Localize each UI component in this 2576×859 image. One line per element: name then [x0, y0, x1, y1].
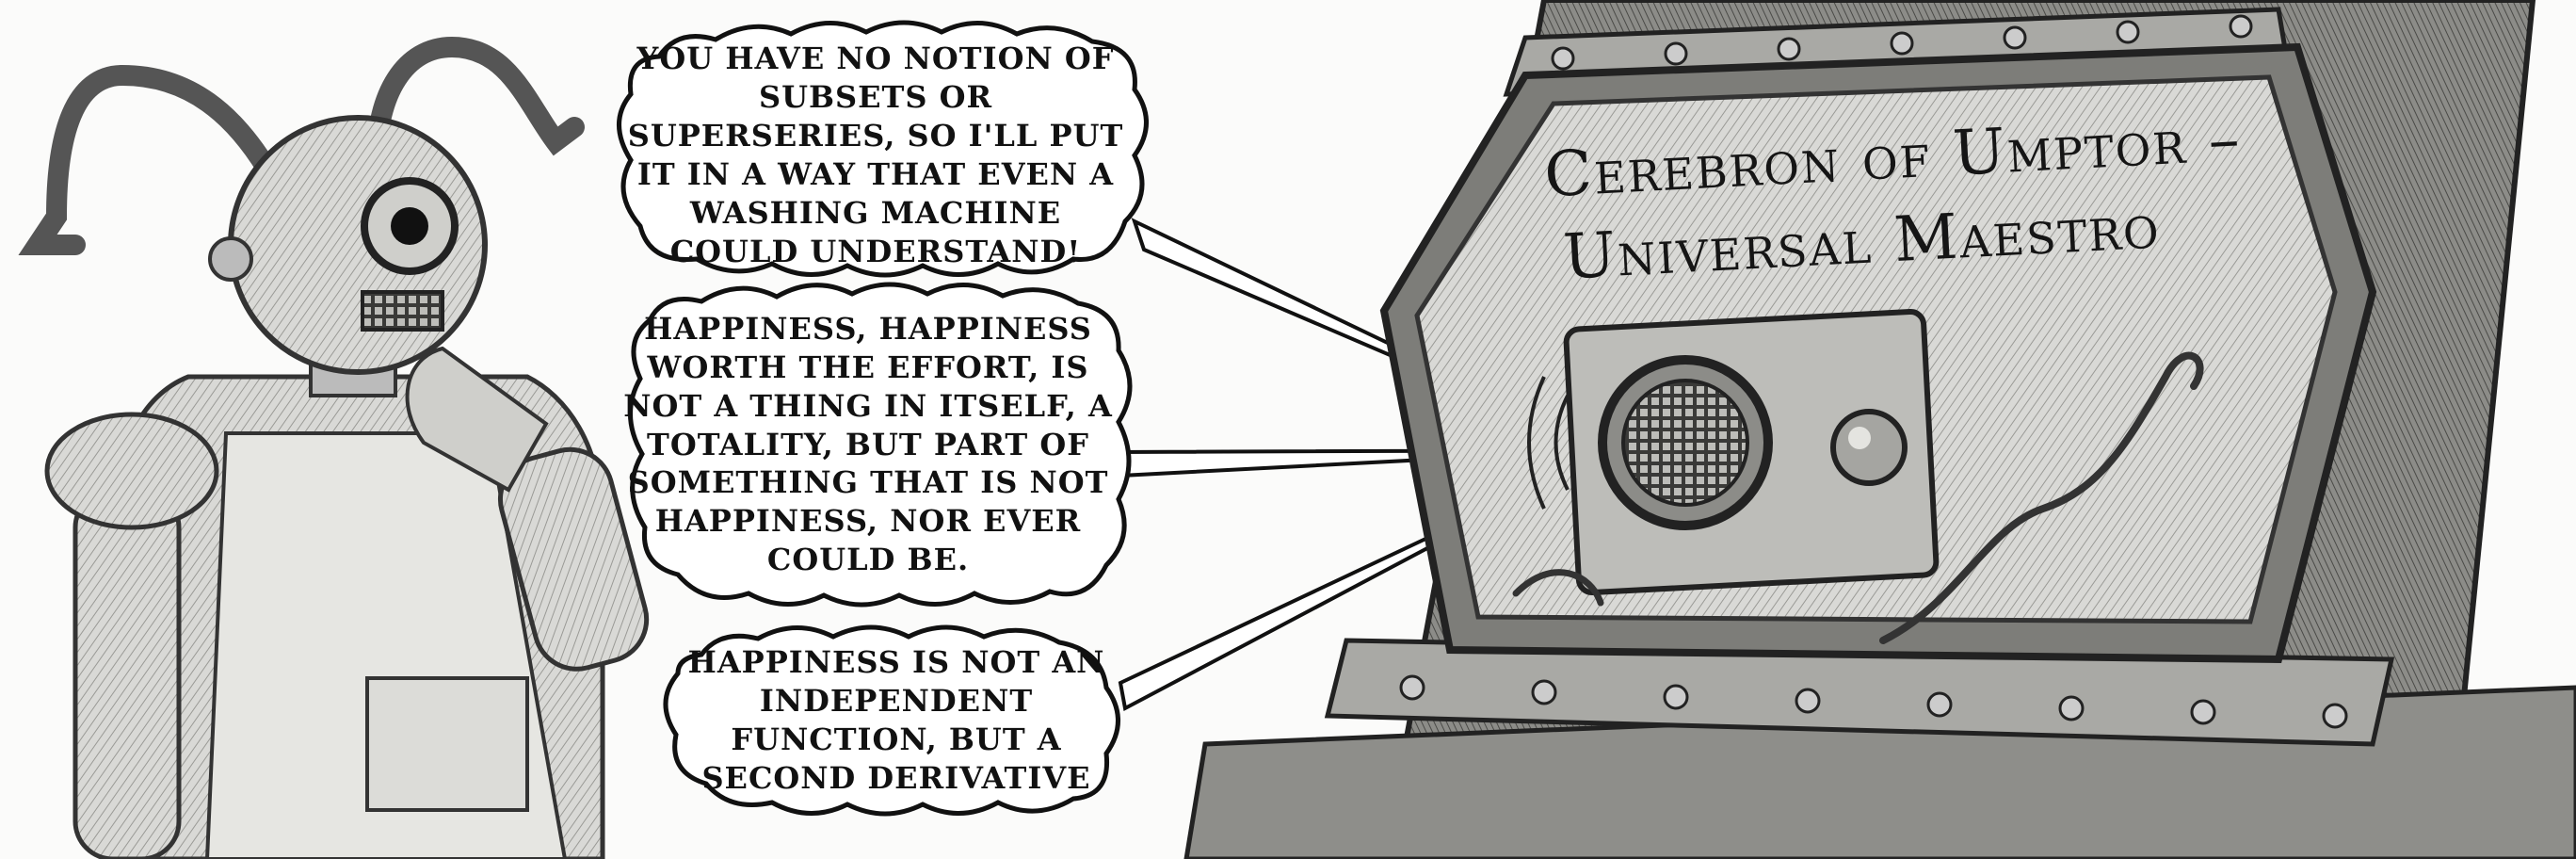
robot-antenna-right [366, 36, 585, 170]
speech-bubble-3 [663, 624, 1120, 817]
speech-bubble-2-text: HAPPINESS, HAPPINESS WORTH THE EFFORT, I… [623, 310, 1113, 578]
robot-apron-pocket [365, 676, 529, 812]
speech-bubble-1-text: YOU HAVE NO NOTION OF SUBSETS OR SUPERSE… [627, 41, 1124, 269]
speech-bubble-1 [617, 20, 1149, 278]
robot-figure [18, 36, 650, 859]
robot-arm-right [497, 446, 650, 672]
speaker-knob [1830, 409, 1908, 486]
speech-bubble-2 [628, 282, 1133, 608]
robot-mouth-grille [361, 290, 444, 332]
robot-arm-left [72, 487, 182, 859]
cerebron-monument [1183, 0, 2576, 859]
speech-bubble-3-text: HAPPINESS IS NOT AN INDEPENDENT FUNCTION… [687, 644, 1105, 796]
ornament-scroll [1879, 351, 2204, 644]
robot-antenna-left [18, 64, 283, 255]
